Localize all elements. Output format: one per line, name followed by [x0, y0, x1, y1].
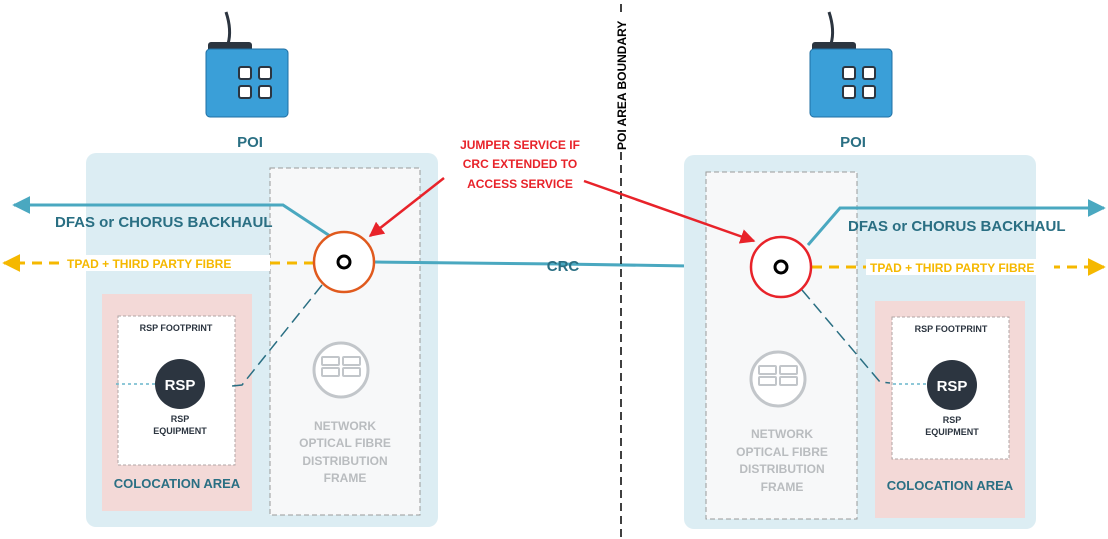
crc-label: CRC	[547, 258, 580, 275]
left-backhaul-arrow	[12, 196, 331, 238]
left-rsp-footprint-label: RSP FOOTPRINT	[140, 323, 213, 333]
right-odf-line-4: FRAME	[761, 480, 804, 494]
right-odf-line-2: OPTICAL FIBRE	[736, 445, 828, 459]
left-odf-rack-icon	[312, 341, 370, 399]
left-tpad-label-bg	[64, 255, 270, 271]
left-odf-line-2: OPTICAL FIBRE	[299, 436, 391, 450]
left-colocation-label: COLOCATION AREA	[114, 476, 241, 491]
right-odf-box	[705, 171, 858, 520]
right-colocation-label: COLOCATION AREA	[887, 478, 1014, 493]
right-rsp-footprint-label: RSP FOOTPRINT	[915, 324, 988, 334]
left-poi-building-icon	[205, 11, 289, 118]
left-odf-line-3: DISTRIBUTION	[302, 454, 387, 468]
left-connector	[312, 230, 376, 294]
boundary-label: POI AREA BOUNDARY	[615, 21, 629, 150]
right-tpad-label-bg	[866, 259, 1054, 275]
right-rsp-label: RSP	[937, 378, 968, 395]
left-backhaul-label: DFAS or CHORUS BACKHAUL	[55, 214, 273, 231]
right-tpad-label: TPAD + THIRD PARTY FIBRE	[870, 261, 1034, 275]
right-backhaul-label: DFAS or CHORUS BACKHAUL	[848, 218, 1066, 235]
jumper-line-3: ACCESS SERVICE	[467, 177, 573, 191]
right-odf-line-1: NETWORK	[751, 427, 813, 441]
right-poi-building-icon	[809, 11, 893, 118]
right-rsp-link	[801, 289, 891, 384]
right-connector	[749, 235, 813, 299]
jumper-line-2: CRC EXTENDED TO	[463, 157, 577, 171]
right-poi-label: POI	[840, 134, 866, 151]
right-odf-line-3: DISTRIBUTION	[739, 462, 824, 476]
jumper-arrow-left	[368, 177, 445, 237]
left-rsp-node	[155, 359, 205, 409]
left-tpad-label: TPAD + THIRD PARTY FIBRE	[67, 257, 231, 271]
jumper-line-1: JUMPER SERVICE IF	[460, 138, 580, 152]
right-backhaul-arrow	[806, 199, 1106, 246]
left-rsp-label: RSP	[165, 377, 196, 394]
right-poi-area	[684, 155, 1036, 529]
left-poi-area	[86, 153, 438, 527]
right-rsp-equipment-line-1: RSP	[943, 415, 962, 425]
jumper-arrow-right	[583, 179, 756, 244]
left-odf-line-4: FRAME	[324, 471, 367, 485]
left-rsp-equipment-line-2: EQUIPMENT	[153, 426, 207, 436]
left-odf-box	[269, 167, 421, 516]
left-rsp-link	[231, 284, 323, 387]
right-rsp-node	[927, 360, 977, 410]
right-rsp-equipment-line-2: EQUIPMENT	[925, 427, 979, 437]
left-odf-line-1: NETWORK	[314, 419, 376, 433]
right-odf-rack-icon	[749, 350, 807, 408]
left-rsp-equipment-line-1: RSP	[171, 414, 190, 424]
left-poi-label: POI	[237, 134, 263, 151]
